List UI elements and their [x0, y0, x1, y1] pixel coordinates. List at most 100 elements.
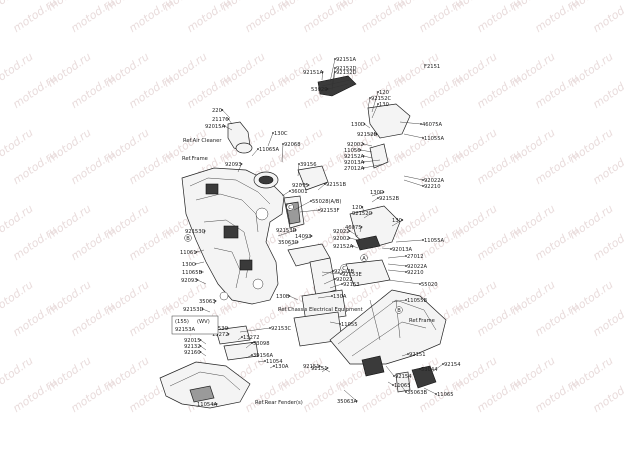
leader-line — [281, 143, 284, 163]
watermark-text: motod.ru — [127, 71, 176, 111]
part-number-label: 46075A — [422, 122, 443, 128]
part-number-label: 11065A — [259, 147, 280, 153]
leader-line — [371, 103, 379, 119]
part-number-label: 220 — [212, 108, 222, 114]
leader-line — [387, 279, 421, 285]
circle-marker — [286, 203, 294, 211]
watermark-text: motod.ru — [533, 375, 582, 415]
watermark-text: motod.ru — [359, 0, 408, 35]
leader-line — [359, 226, 362, 233]
part-number-label: 120 — [379, 90, 389, 96]
part-number-label: 92068 — [284, 142, 301, 148]
part-number-label: 92093 — [225, 162, 242, 168]
part-number-label: 11065 — [394, 383, 411, 389]
leader-line — [277, 229, 296, 237]
part-number-label: 53098 — [253, 341, 270, 347]
leader-line — [391, 219, 403, 227]
part-number-label: 92153B — [334, 269, 355, 275]
circle-marker — [184, 234, 192, 242]
watermark-text: motod.ru — [69, 147, 118, 187]
watermark-text: motod.ru — [0, 354, 36, 394]
watermark-text: motod.ru — [69, 223, 118, 263]
part-number-label: 92151B — [326, 182, 347, 188]
part-number-label: 92151 — [311, 366, 328, 372]
watermark-text: motod.ru — [301, 0, 350, 35]
leader-line — [321, 270, 334, 277]
leader-line — [363, 163, 385, 169]
part-number-label: 92153C — [185, 229, 206, 235]
leader-line — [197, 279, 207, 285]
part-number-label: 130 — [379, 102, 389, 108]
part-number-label: 92152C — [371, 96, 392, 102]
part-number-label: 11055A — [424, 238, 445, 244]
watermark-text: motod.ru — [69, 299, 118, 339]
watermark-text: motod.ru — [533, 299, 582, 339]
footpeg-lower — [355, 235, 381, 251]
leader-line — [364, 123, 371, 129]
part-number-label: 130 — [392, 218, 402, 224]
part-number-label: 92153D — [183, 307, 204, 313]
leader-line — [301, 235, 312, 241]
part-number-label: 92015 — [184, 338, 201, 344]
part-number-label: 130D — [370, 190, 384, 196]
circle-marker-letter: B — [397, 308, 401, 314]
leader-line — [200, 345, 207, 351]
plate-55020 — [345, 259, 391, 287]
leader-line — [349, 230, 359, 237]
watermark-text: motod.ru — [11, 71, 60, 111]
part-number-label: 13272 — [212, 332, 229, 338]
circle-marker-letter: B — [186, 236, 190, 242]
circle-marker-letter: C — [342, 266, 346, 272]
leader-line — [224, 125, 233, 131]
leader-line — [321, 367, 328, 373]
leader-line — [403, 179, 424, 187]
watermark-text: motod.ru — [243, 375, 292, 415]
rear-fender-bracket — [159, 361, 251, 409]
subframe-bracket — [411, 365, 437, 389]
watermark-text: motod.ru — [533, 0, 582, 35]
leader-line — [331, 71, 336, 91]
part-number-label: 11054A — [197, 402, 218, 408]
circle-marker — [340, 264, 348, 272]
watermark-text: motod.ru — [533, 223, 582, 263]
leader-line — [269, 365, 275, 369]
watermark-text: motod.ru — [11, 299, 60, 339]
leader-line — [237, 163, 242, 173]
part-number-label: 92075 — [292, 183, 309, 189]
sub-frame — [329, 289, 447, 365]
part-number-label: 92013A — [392, 247, 413, 253]
fastener-dot — [405, 255, 407, 257]
footpeg-top — [317, 75, 357, 97]
leader-line — [225, 327, 228, 331]
part-number-label: 92153 — [343, 282, 360, 288]
fender-mesh — [189, 385, 215, 403]
watermark-text: motod.ru — [127, 0, 176, 35]
parts-shapes — [159, 75, 447, 409]
leader-line — [239, 327, 271, 333]
step-plate — [369, 143, 389, 169]
part-number-label: 35063B — [407, 390, 428, 396]
ref-rear-fender: Ref.Rear Fender(s) — [255, 400, 303, 406]
watermark-text: motod.ru — [243, 0, 292, 35]
leader-line — [222, 109, 231, 119]
leader-line — [423, 387, 437, 395]
leader-line — [362, 206, 365, 213]
leader-line — [245, 342, 253, 349]
part-number-label: 53044 — [421, 367, 438, 373]
part-number-label: 35063 — [199, 299, 216, 305]
part-number-label: 92022A — [424, 178, 445, 184]
part-number-label: 92154 — [444, 362, 461, 368]
leader-line — [245, 354, 253, 359]
leader-line — [371, 197, 379, 203]
leader-line — [195, 261, 205, 265]
part-number-label: 130D — [351, 122, 365, 128]
leader-line — [363, 212, 372, 219]
part-number-label: 35063C — [278, 240, 299, 246]
ref-chassis-electrical: Ref.Chassis Electrical Equipment — [278, 307, 363, 313]
leader-line — [363, 159, 381, 163]
watermark-text: motod.ru — [69, 71, 118, 111]
part-number-label: 55020 — [421, 282, 438, 288]
rail-53098 — [223, 341, 259, 361]
watermark-text: motod.ru — [127, 147, 176, 187]
